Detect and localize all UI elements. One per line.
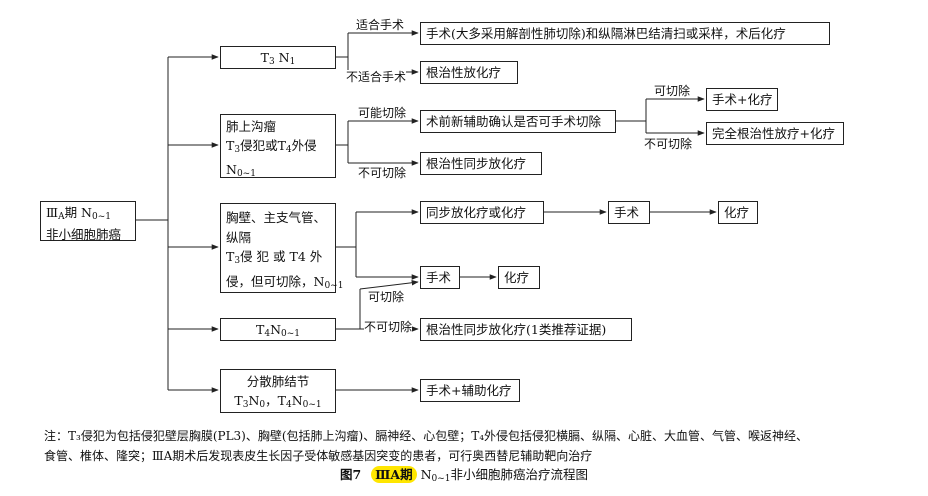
node-chest-wall: 胸壁、主支气管、 纵隔 T3侵 犯 或 T4 外 侵，但可切除，N0~1 <box>220 203 343 293</box>
label-unresectable-2: 不可切除 <box>644 137 693 151</box>
note-line1: 注：T₃侵犯为包括侵犯壁层胸膜(PL3)、胸壁(包括肺上沟瘤)、膈神经、心包壁；… <box>44 429 809 443</box>
nodules-n01: N <box>291 393 303 408</box>
nodules-n0-sub: 0 <box>259 400 266 410</box>
pancoast-n-sub: 0~1 <box>236 169 256 179</box>
t3n1-n-sub: 1 <box>289 57 296 67</box>
chest-line2: 纵隔 <box>226 229 252 245</box>
node-t4n01: T4N0~1 <box>220 318 336 341</box>
nodules-line1: 分散肺结节 <box>246 374 310 389</box>
caption-highlight: ⅢA期 <box>371 466 417 483</box>
caption-sub: 0~1 <box>431 474 451 484</box>
pancoast-line1: 肺上沟瘤 <box>226 119 277 134</box>
node-sync-crt-1: 根治性同步放化疗 <box>420 152 542 175</box>
label-unfit-surgery: 不适合手术 <box>346 70 407 84</box>
label-possibly-resectable: 可能切除 <box>358 106 407 120</box>
caption-number: 图7 <box>339 467 362 482</box>
nodules-t4-sub: 4 <box>285 400 292 410</box>
node-t3n1: T3 N1 <box>220 46 336 69</box>
node-surgery-adjuvant: 手术+辅助化疗 <box>420 379 520 402</box>
nodules-t4: ，T <box>265 393 286 408</box>
root-label: 非小细胞肺癌 <box>46 227 122 242</box>
pancoast-outside: 外侵 <box>291 138 317 153</box>
pancoast-t: T <box>226 138 235 153</box>
nodules-t3: T <box>234 393 243 408</box>
node-surgery-chemo: 手术+化疗 <box>706 88 778 111</box>
t4n01-t: T <box>255 322 265 337</box>
pancoast-t-sub: 3 <box>234 145 241 155</box>
chest-line1: 胸壁、主支气管、 <box>226 210 327 225</box>
chest-t: T <box>226 249 235 264</box>
t3n1-t: T <box>260 50 269 65</box>
chest-n-sub: 0~1 <box>324 280 344 291</box>
root-stage-n: 期 N <box>64 205 92 220</box>
label-resectable-2: 可切除 <box>368 290 405 304</box>
label-fit-surgery: 适合手术 <box>356 18 405 32</box>
root-n-sub: 0~1 <box>91 212 111 222</box>
label-unresectable-3: 不可切除 <box>364 320 413 334</box>
node-chemo-a: 化疗 <box>718 201 758 224</box>
node-radical-crt-1: 根治性放化疗 <box>420 61 518 84</box>
label-resectable-1: 可切除 <box>654 84 691 98</box>
pancoast-n: N <box>226 162 237 177</box>
caption-text: 非小细胞肺癌治疗流程图 <box>450 467 589 482</box>
node-surgery-a: 手术 <box>608 201 650 224</box>
nodules-n0: N <box>248 393 260 408</box>
node-sync-crt-2: 根治性同步放化疗(1类推荐证据) <box>420 318 632 341</box>
node-surgery-b: 手术 <box>420 266 460 289</box>
node-surgery-dissection: 手术(大多采用解剖性肺切除)和纵隔淋巴结清扫或采样，术后化疗 <box>420 22 830 45</box>
root-stage: Ⅲ <box>46 205 59 220</box>
root-stage-sub: A <box>58 212 65 222</box>
figure-caption: 图7 ⅢA期 N0~1非小细胞肺癌治疗流程图 <box>0 464 928 484</box>
figure-note: 注：T₃侵犯为包括侵犯壁层胸膜(PL3)、胸壁(包括肺上沟瘤)、膈神经、心包壁；… <box>44 426 904 466</box>
pancoast-invade: 侵犯或T <box>240 138 286 153</box>
label-unresectable-1: 不可切除 <box>358 166 407 180</box>
t4n01-t-sub: 4 <box>264 329 271 339</box>
node-pancoast: 肺上沟瘤 T3侵犯或T4外侵 N0~1 <box>220 114 336 179</box>
t3n1-n: N <box>274 50 290 65</box>
node-sync-or-chemo: 同步放化疗或化疗 <box>420 201 544 224</box>
chest-line4: 侵，但可切除，N <box>226 273 325 289</box>
t4n01-n-sub: 0~1 <box>281 329 300 339</box>
nodules-t3-sub: 3 <box>242 400 249 410</box>
node-scattered-nodules: 分散肺结节 T3N0，T4N0~1 <box>220 369 336 413</box>
note-line2: 食管、椎体、隆突；ⅢA期术后发现表皮生长因子受体敏感基因突变的患者，可行奥西替尼… <box>44 449 593 463</box>
pancoast-t4-sub: 4 <box>285 145 292 155</box>
node-full-radio-chemo: 完全根治性放疗+化疗 <box>706 122 844 145</box>
caption-n: N <box>416 467 432 482</box>
t4n01-n: N <box>270 322 281 337</box>
t3n1-t-sub: 3 <box>268 57 275 67</box>
nodules-n01-sub: 0~1 <box>302 400 322 410</box>
chest-line3: 侵 犯 或 T4 外 <box>240 249 323 264</box>
root-box: ⅢA期 N0~1 非小细胞肺癌 <box>40 201 136 242</box>
chest-t-sub: 3 <box>234 256 241 266</box>
node-neoadjuvant: 术前新辅助确认是否可手术切除 <box>420 110 616 133</box>
node-chemo-b: 化疗 <box>498 266 540 289</box>
